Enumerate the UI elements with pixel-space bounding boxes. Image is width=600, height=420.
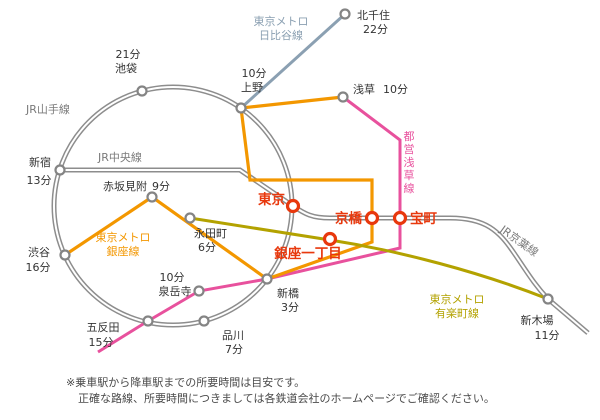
station-dot-ueno	[235, 102, 247, 114]
station-label-shinkiba: 新木場	[521, 313, 554, 327]
station-label-shinjuku: 新宿	[29, 155, 51, 169]
hibiya-line	[239, 12, 347, 110]
station-time-shinkiba: 11分	[535, 329, 560, 342]
footer-note-2: 正確な路線、所要時間につきましては各鉄道会社のホームページでご確認ください。	[78, 391, 495, 405]
station-dot-tokyo	[285, 198, 301, 214]
station-dot-ginza-itchome	[322, 231, 338, 247]
station-time-asakusa: 10分	[383, 83, 408, 96]
station-dot-shimbashi	[261, 273, 273, 285]
station-dot-kitasenju	[339, 8, 351, 20]
station-dot-shibuya	[59, 249, 71, 261]
station-dot-shinagawa	[198, 315, 210, 327]
hibiya-line-label-1: 東京メトロ	[254, 14, 309, 28]
station-label-ginza-itchome: 銀座一丁目	[274, 245, 342, 262]
station-label-tokyo: 東京	[258, 191, 285, 208]
station-label-nagatacho: 永田町	[194, 226, 227, 240]
yurakucho-line-label-2: 有楽町線	[435, 306, 479, 320]
footer-note-1: ※乗車駅から降車駅までの所要時間は目安です。	[66, 375, 305, 389]
station-time-kitasenju: 22分	[363, 23, 388, 36]
station-label-ikebukuro: 池袋	[115, 61, 137, 75]
station-time-nagatacho: 6分	[198, 241, 216, 254]
station-time-gotanda: 15分	[89, 336, 114, 349]
station-time-ikebukuro: 21分	[116, 48, 141, 61]
station-dot-kyobashi	[364, 210, 380, 226]
station-label-gotanda: 五反田	[87, 321, 120, 334]
station-time-shinjuku: 13分	[27, 174, 52, 187]
station-label-takaracho: 宝町	[410, 210, 437, 227]
station-dot-shinjuku	[54, 164, 66, 176]
station-label-shimbashi: 新橋	[277, 286, 299, 300]
chuo-line-label: JR中央線	[97, 150, 142, 164]
station-time-akasakamitsuke: 9分	[152, 180, 170, 193]
station-dot-nagatacho	[184, 212, 196, 224]
station-dot-akasakamitsuke	[146, 191, 158, 203]
yurakucho-line	[189, 216, 549, 301]
station-time-ueno: 10分	[242, 67, 267, 80]
asakusa-line-label: 都営浅草線	[404, 130, 415, 195]
station-time-sengakuji: 10分	[160, 271, 185, 284]
station-dot-asakusa	[337, 91, 349, 103]
station-time-shibuya: 16分	[26, 261, 51, 274]
station-time-shimbashi: 3分	[281, 301, 299, 314]
station-label-ueno: 上野	[241, 81, 263, 94]
station-label-sengakuji: 泉岳寺	[159, 284, 192, 298]
station-label-kyobashi: 京橋	[335, 210, 362, 227]
station-dot-shinkiba	[542, 293, 554, 305]
station-dot-gotanda	[142, 315, 154, 327]
station-dot-ikebukuro	[136, 85, 148, 97]
station-time-shinagawa: 7分	[225, 343, 243, 356]
station-label-kitasenju: 北千住	[357, 8, 390, 22]
station-dot-takaracho	[392, 210, 408, 226]
ginza-line-label-2: 銀座線	[107, 244, 140, 258]
chuo-line-core	[60, 169, 294, 207]
yurakucho-line-label-1: 東京メトロ	[430, 292, 485, 306]
hibiya-line-label-2: 日比谷線	[259, 28, 303, 42]
station-label-shibuya: 渋谷	[28, 246, 50, 259]
station-dot-sengakuji	[193, 285, 205, 297]
yamanote-line-label: JR山手線	[25, 102, 70, 116]
ginza-line-label-1: 東京メトロ	[96, 230, 151, 244]
station-label-shinagawa: 品川	[222, 329, 244, 342]
keiyo-line-core	[292, 205, 589, 334]
station-label-asakusa: 浅草	[353, 83, 375, 96]
station-label-akasakamitsuke: 赤坂見附	[103, 179, 147, 193]
